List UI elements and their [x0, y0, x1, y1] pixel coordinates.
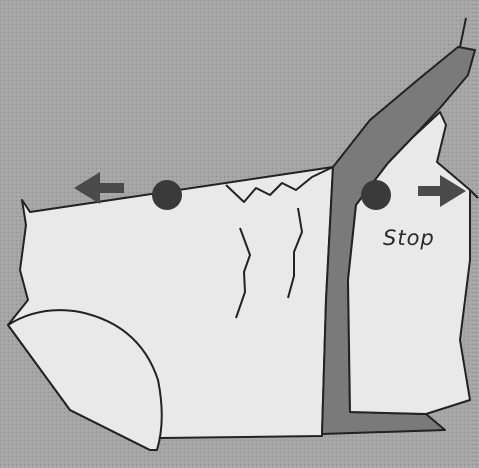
right-dot-marker — [361, 180, 391, 210]
stop-label: Stop — [383, 228, 435, 249]
left-dot-marker — [152, 180, 182, 210]
